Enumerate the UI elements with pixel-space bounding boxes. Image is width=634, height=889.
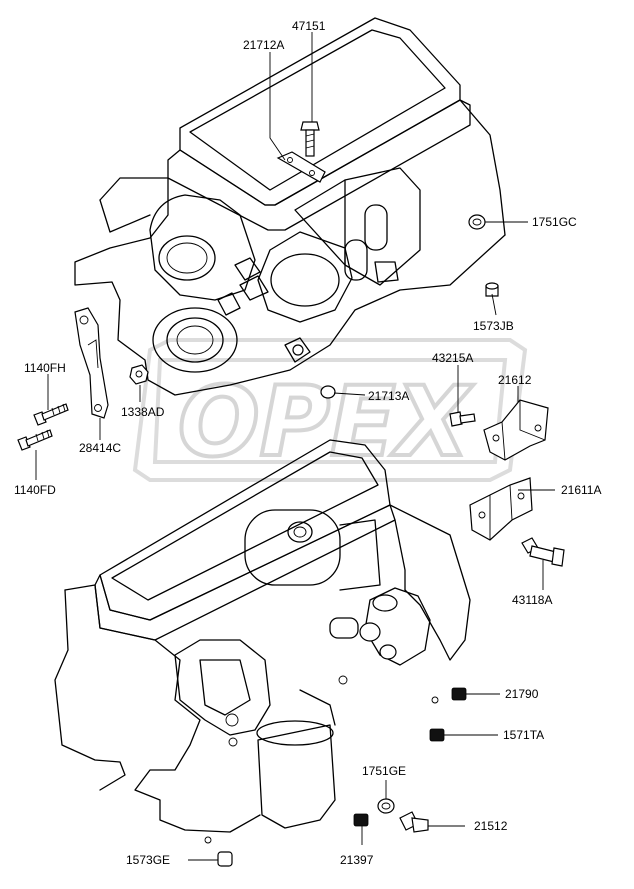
bolt-43215A <box>449 411 476 427</box>
plug-1751GC <box>468 214 486 230</box>
upper-engine-block <box>74 17 506 396</box>
label-21397: 21397 <box>340 853 374 867</box>
label-21612: 21612 <box>498 373 532 387</box>
label-21713A: 21713A <box>368 389 409 403</box>
label-1571TA: 1571TA <box>503 728 544 742</box>
bolt-21512 <box>399 811 429 833</box>
label-1751GC: 1751GC <box>532 215 577 229</box>
plug-1571TA <box>429 728 445 742</box>
label-21611A: 21611A <box>561 483 601 497</box>
label-21712A: 21712A <box>243 38 284 52</box>
plug-21790 <box>451 687 467 701</box>
label-1140FH: 1140FH <box>24 361 66 375</box>
label-21790: 21790 <box>505 687 539 701</box>
leader-lines <box>35 32 555 861</box>
label-43118A: 43118A <box>512 593 552 607</box>
label-1140FD: 1140FD <box>14 483 56 497</box>
label-1338AD: 1338AD <box>121 405 165 419</box>
opex-watermark: OPEX <box>132 338 528 482</box>
bolt-43118A <box>521 537 565 567</box>
label-28414C: 28414C <box>79 441 121 455</box>
bolt-47151 <box>300 121 320 157</box>
part-labels: 47151 21712A 1751GC 1573JB 43215A 21612 … <box>14 19 601 867</box>
label-1573JB: 1573JB <box>473 319 514 333</box>
bolt-1140FH <box>33 403 69 426</box>
plug-1573GE <box>217 851 233 867</box>
label-47151: 47151 <box>292 19 326 33</box>
label-1573GE: 1573GE <box>126 853 170 867</box>
plug-21713A <box>320 385 336 399</box>
plug-21397 <box>353 813 369 827</box>
label-1751GE: 1751GE <box>362 764 406 778</box>
label-43215A: 43215A <box>432 351 473 365</box>
lower-engine-block <box>54 439 471 844</box>
bracket-21611A <box>469 477 533 541</box>
bolt-1140FD <box>17 429 53 451</box>
bracket-21612 <box>483 399 549 461</box>
nut-1338AD <box>129 364 149 385</box>
label-21512: 21512 <box>474 819 508 833</box>
plug-1573JB <box>485 282 499 297</box>
watermark-text: OPEX <box>178 366 474 478</box>
gasket-1751GE <box>377 798 395 814</box>
bracket-28414C <box>74 307 109 419</box>
bracket-21712A <box>276 151 326 183</box>
